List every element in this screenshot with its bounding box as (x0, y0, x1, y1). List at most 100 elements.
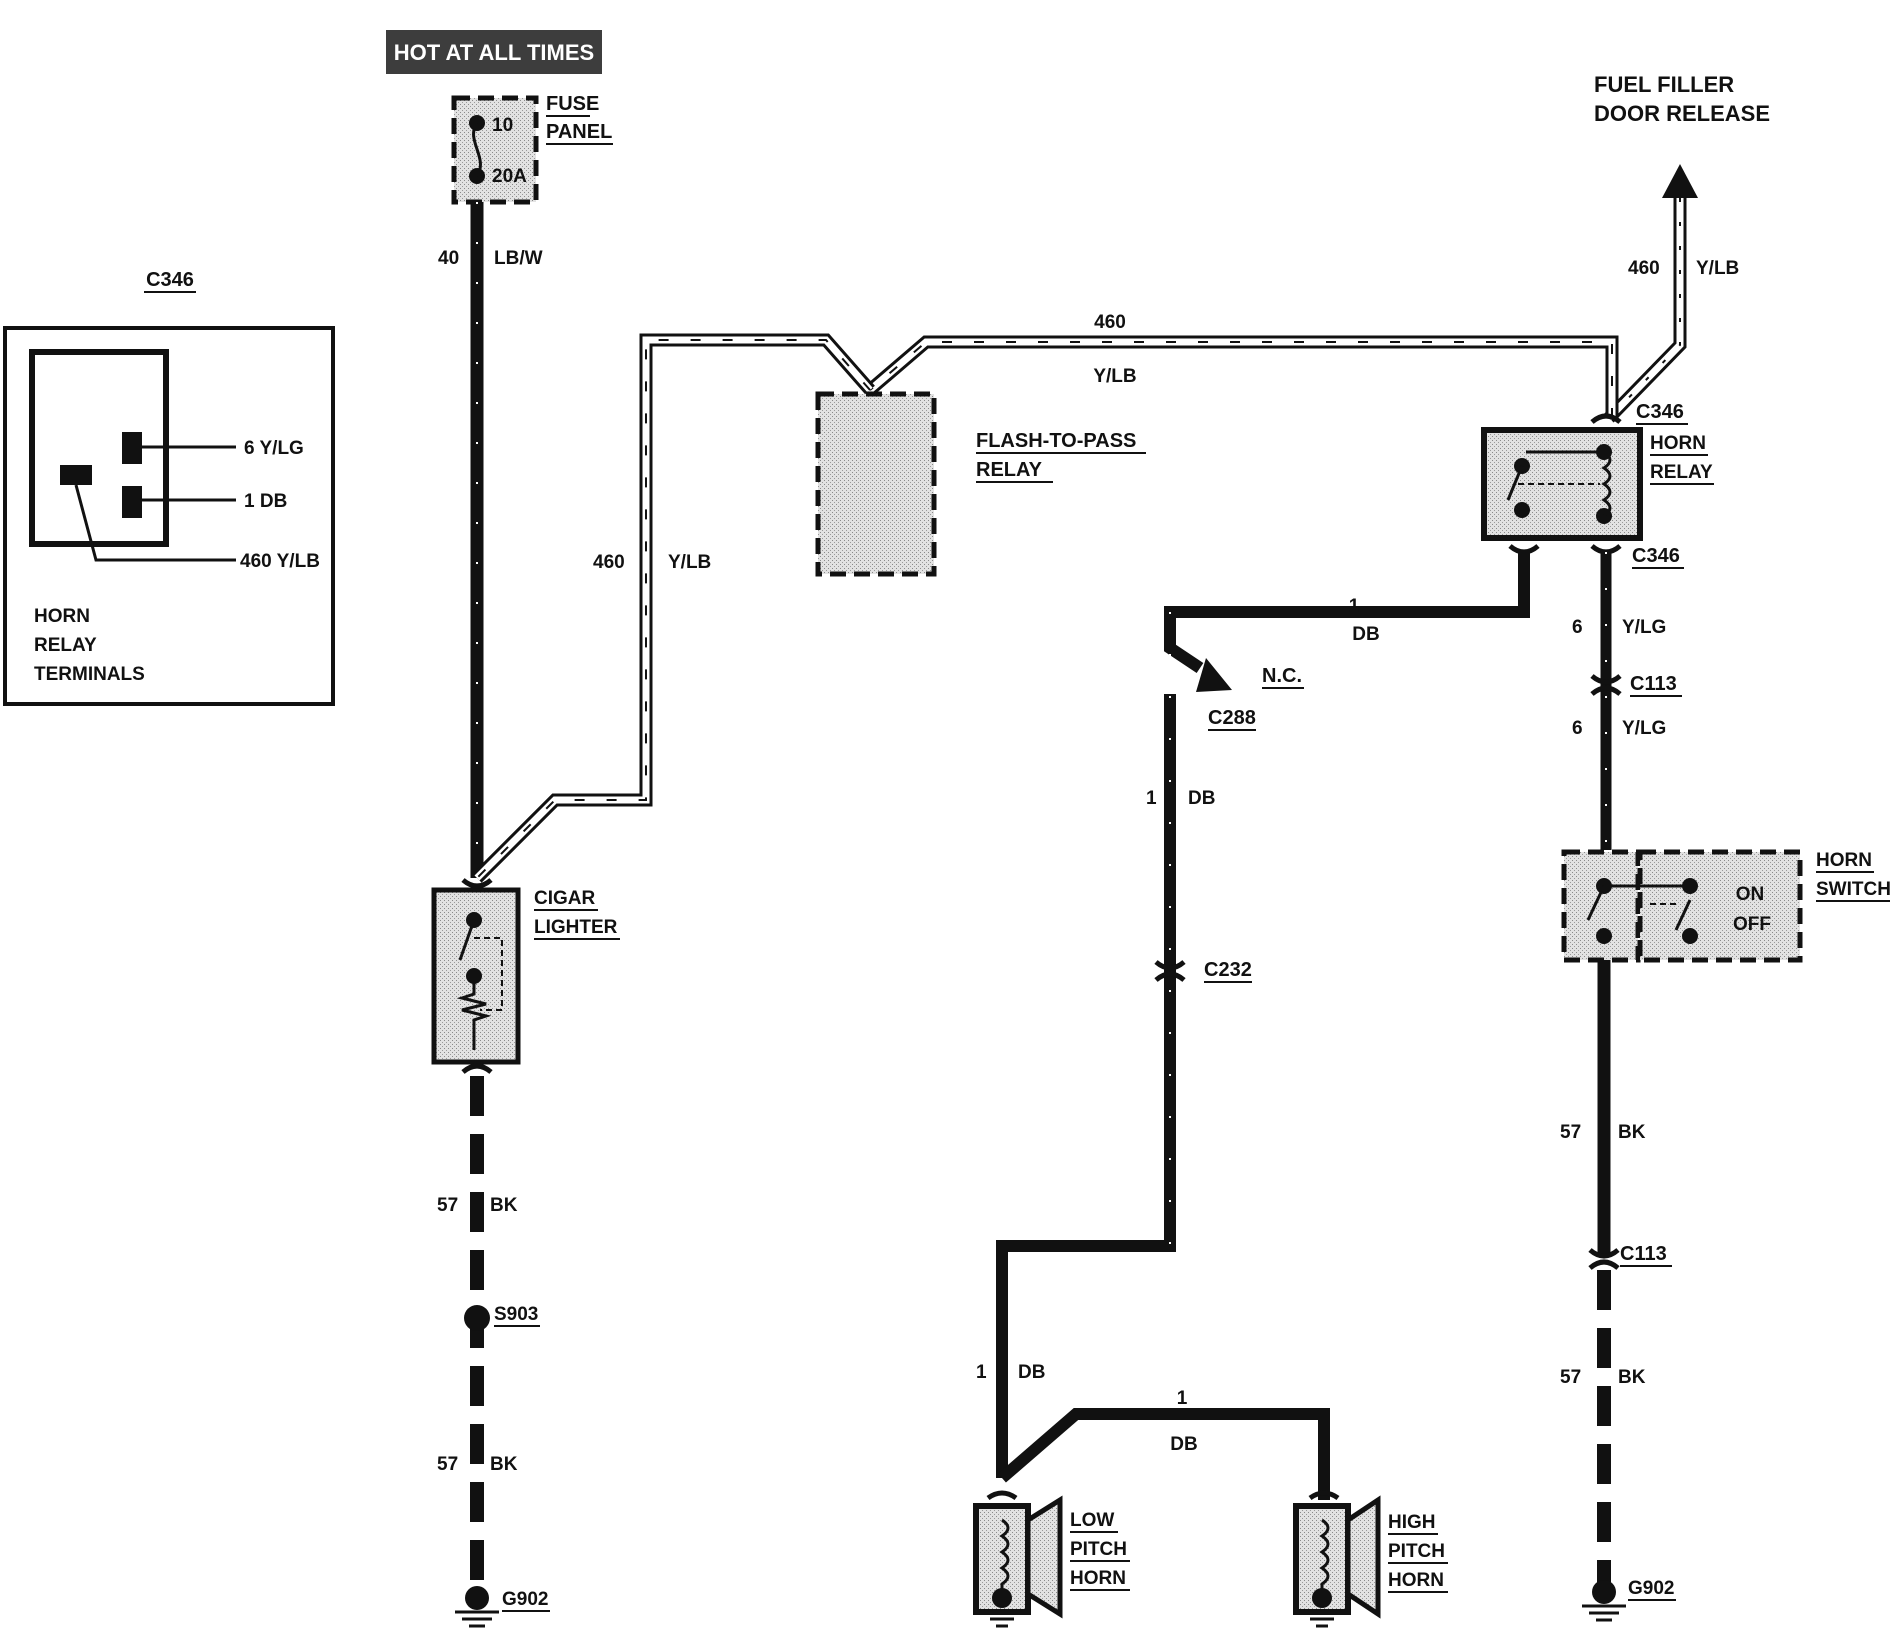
inset-pin-1-label: 1 DB (244, 491, 287, 512)
c346-label-top: C346 (1636, 401, 1684, 423)
wire-460-color-top: Y/LB (1093, 366, 1136, 387)
high-horn-label-line1: HIGH (1388, 1512, 1436, 1533)
inset-pin-6-label: 6 Y/LG (244, 438, 304, 459)
c113-label-upper: C113 (1630, 673, 1677, 695)
flash-to-pass-relay (815, 391, 937, 577)
wire-1-number-mid: 1 (1146, 788, 1157, 809)
low-horn-coil-icon (999, 1518, 1010, 1596)
lighter-switch-icon (458, 919, 476, 961)
horn-switch-label-line1: HORN (1816, 850, 1872, 871)
inset-caption-line3: TERMINALS (34, 664, 145, 685)
fuse-label-line2: PANEL (546, 121, 612, 143)
terminal-pin-6 (122, 432, 142, 464)
fuse-number: 10 (492, 115, 513, 136)
hot-at-all-times-badge: HOT AT ALL TIMES (386, 30, 602, 74)
wire-57-color-right-upper: BK (1618, 1122, 1646, 1143)
high-horn-label-line2: PITCH (1388, 1541, 1445, 1562)
horn-switch (1561, 849, 1803, 963)
fuel-filler-label-line2: DOOR RELEASE (1594, 101, 1770, 126)
low-horn-label-line3: HORN (1070, 1568, 1126, 1589)
horn-switch-off-label: OFF (1733, 914, 1771, 935)
nc-label: N.C. (1262, 665, 1302, 687)
c113-upper-connector-icon (1590, 674, 1622, 696)
wire-1-color-top: DB (1352, 624, 1379, 645)
ground-g902-left-label: G902 (502, 1589, 548, 1610)
horn-relay-label-line1: HORN (1650, 433, 1706, 454)
wire-1-color-mid: DB (1188, 788, 1215, 809)
flash-to-pass-label-line2: RELAY (976, 459, 1043, 481)
horn-relay (1481, 413, 1643, 555)
horn-relay-contact-icon (1506, 465, 1524, 501)
wire-6-color-lower: Y/LG (1622, 718, 1666, 739)
c113-label-lower: C113 (1620, 1243, 1667, 1265)
wire-57-color-left-upper: BK (490, 1195, 518, 1216)
wire-57-number-left-upper: 57 (437, 1195, 458, 1216)
lighter-element-icon (456, 976, 492, 1050)
horn-switch-contact-icon (1586, 885, 1606, 921)
horn-switch-label-line2: SWITCH (1816, 879, 1891, 900)
cigar-lighter-label-line2: LIGHTER (534, 917, 618, 938)
wire-460-number-fuel: 460 (1628, 258, 1660, 279)
low-horn-label-line2: PITCH (1070, 1539, 1127, 1560)
splice-s903 (464, 1305, 490, 1331)
inset-pin-460-label: 460 Y/LB (240, 551, 320, 572)
c113-lower-connector-icon (1588, 1248, 1620, 1270)
high-horn-label-line3: HORN (1388, 1570, 1444, 1591)
wire-460-number-left: 460 (593, 552, 625, 573)
horn-relay-label-line2: RELAY (1650, 462, 1713, 483)
fuel-filler-label-line1: FUEL FILLER (1594, 72, 1734, 97)
wire-460-ylb (472, 198, 1687, 883)
c288-label: C288 (1208, 707, 1256, 729)
wire-460-number-top: 460 (1094, 312, 1126, 333)
wire-6-color-upper: Y/LG (1622, 617, 1666, 638)
wire-40-color: LB/W (494, 248, 543, 269)
fuse-label-line1: FUSE (546, 93, 599, 115)
c346-terminal-inset: C346 6 Y/LG 1 DB 460 Y/LB HORN RELAY TER… (3, 269, 335, 706)
ground-g902-right-label: G902 (1628, 1578, 1674, 1599)
fuel-filler-arrow-icon (1662, 164, 1698, 198)
high-horn-bell-icon (1345, 1495, 1381, 1619)
hot-at-all-times-label: HOT AT ALL TIMES (394, 40, 594, 65)
wire-57-number-left-lower: 57 (437, 1454, 458, 1475)
high-pitch-horn (1293, 1490, 1381, 1628)
terminal-pin-460 (60, 465, 92, 485)
ground-g902-left-icon (455, 1586, 499, 1628)
terminal-pin-1 (122, 486, 142, 518)
fuse-rating: 20A (492, 166, 527, 187)
wire-1-color-bridge: DB (1170, 1434, 1197, 1455)
fuse-panel: 10 20A (451, 95, 539, 205)
c288-arrow-icon (1196, 658, 1232, 692)
flash-to-pass-label-line1: FLASH-TO-PASS (976, 430, 1136, 452)
wire-460-color-left: Y/LB (668, 552, 711, 573)
c346-label-bottom: C346 (1632, 545, 1680, 567)
wire-57-number-right-upper: 57 (1560, 1122, 1581, 1143)
splice-s903-label: S903 (494, 1304, 538, 1325)
horn-switch-on-label: ON (1736, 884, 1765, 905)
c232-label: C232 (1204, 959, 1252, 981)
inset-title: C346 (146, 269, 194, 291)
wire-1-color-low: DB (1018, 1362, 1045, 1383)
fuse-element-icon (472, 122, 482, 177)
ground-g902-right-icon (1582, 1580, 1626, 1622)
c232-connector-icon (1154, 960, 1186, 982)
inset-caption-line2: RELAY (34, 635, 97, 656)
wire-1-db (996, 552, 1530, 1500)
wire-57-number-right-lower: 57 (1560, 1367, 1581, 1388)
horn-relay-coil-icon (1601, 450, 1612, 518)
horn-switch-onoff-icon (1674, 899, 1692, 931)
wire-1-number-bridge: 1 (1177, 1388, 1188, 1409)
cigar-lighter-label-line1: CIGAR (534, 888, 596, 909)
wire-1-number-low: 1 (976, 1362, 987, 1383)
inset-caption-line1: HORN (34, 606, 90, 627)
wire-57-color-right-lower: BK (1618, 1367, 1646, 1388)
cigar-lighter (431, 878, 521, 1074)
wire-57-color-left-lower: BK (490, 1454, 518, 1475)
high-horn-coil-icon (1319, 1518, 1330, 1596)
low-pitch-horn (973, 1490, 1063, 1628)
wire-40-number: 40 (438, 248, 459, 269)
wire-6-number-upper: 6 (1572, 617, 1583, 638)
wire-1-number-top: 1 (1349, 596, 1360, 617)
low-horn-label-line1: LOW (1070, 1510, 1114, 1531)
wire-6-number-lower: 6 (1572, 718, 1583, 739)
